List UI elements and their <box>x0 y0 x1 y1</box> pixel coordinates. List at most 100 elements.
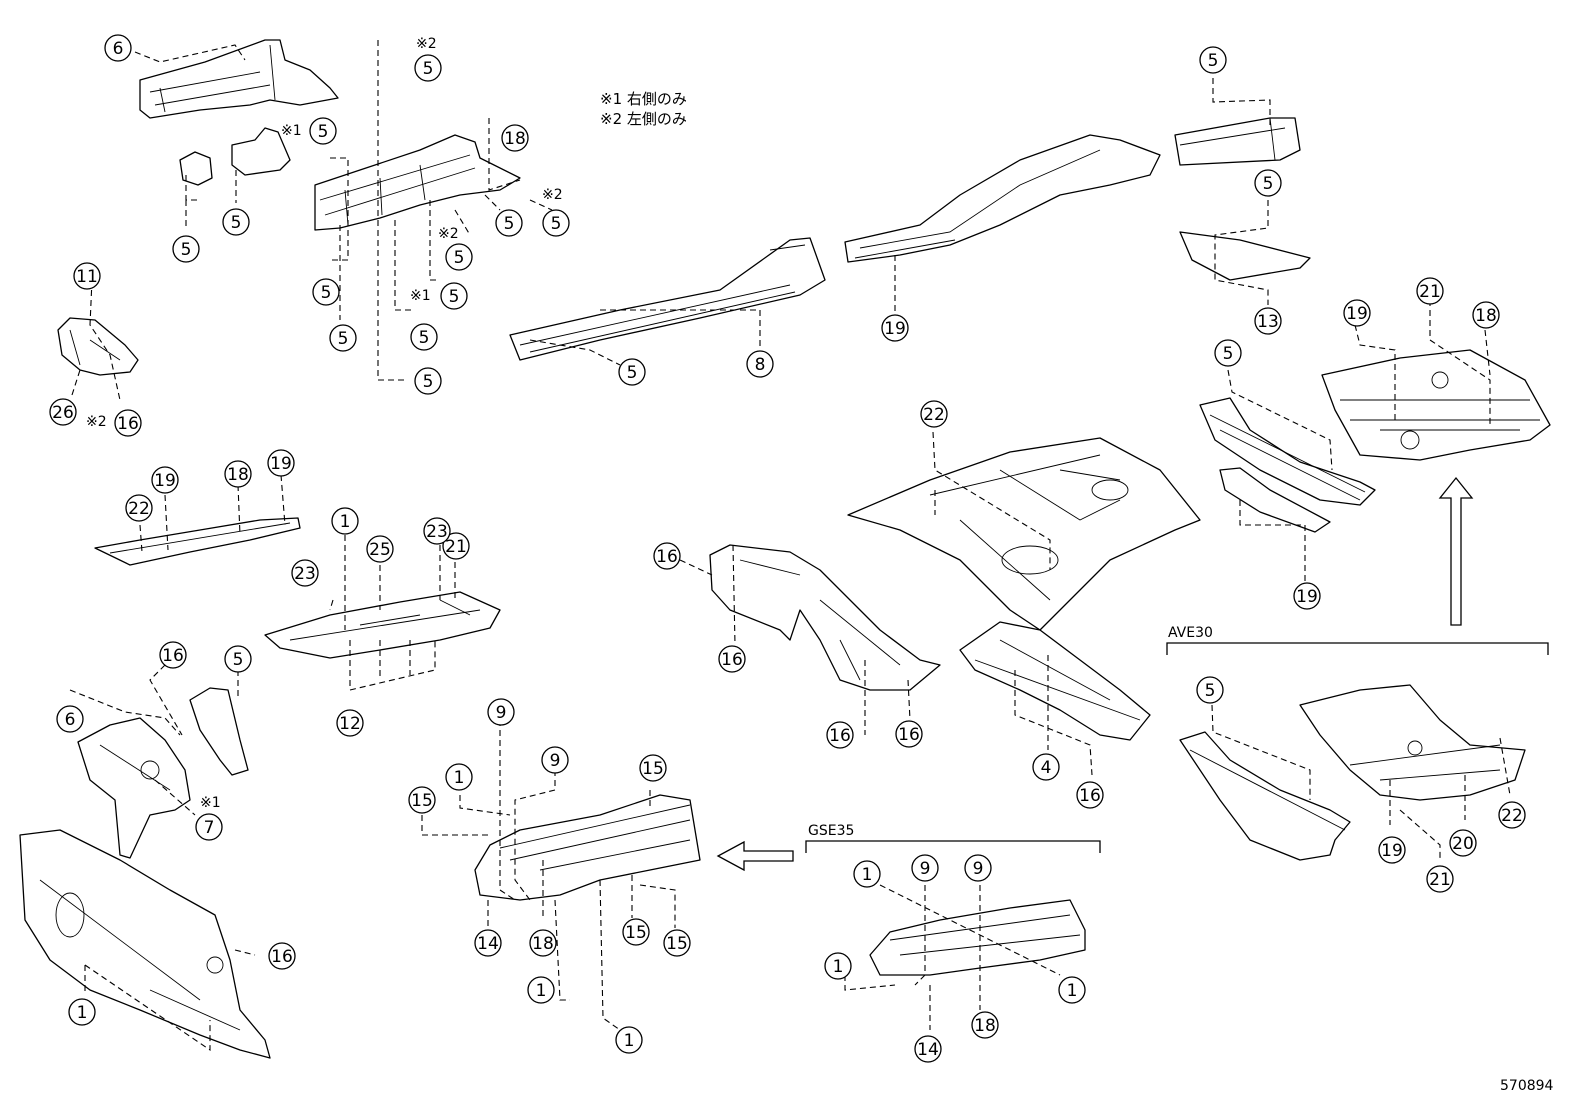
callout-circle <box>487 698 515 726</box>
callout-circle <box>336 709 364 737</box>
callout-26: 26 <box>49 398 77 426</box>
callout-11: 11 <box>73 262 101 290</box>
callout-circle <box>224 645 252 673</box>
callout-16: 16 <box>159 641 187 669</box>
callout-number: 9 <box>920 859 931 879</box>
callout-number: 5 <box>449 287 460 307</box>
callout-7: 7 <box>195 813 223 841</box>
callout-circle <box>718 645 746 673</box>
callout-circle <box>826 721 854 749</box>
callout-number: 26 <box>52 403 74 423</box>
callout-number: 15 <box>642 759 664 779</box>
callout-circle <box>312 278 340 306</box>
callout-number: 4 <box>1041 758 1052 778</box>
left-arrow <box>716 840 794 872</box>
ave30-group-line <box>1166 642 1549 655</box>
callout-number: 18 <box>974 1016 996 1036</box>
callout-16: 16 <box>653 542 681 570</box>
callout-circle <box>267 449 295 477</box>
callout-number: 6 <box>65 710 76 730</box>
callout-circle <box>423 517 451 545</box>
callout-number: 15 <box>625 923 647 943</box>
callout-5: 5 <box>172 235 200 263</box>
part-ave30-rear-crossmember <box>1179 731 1351 861</box>
part-front-side-member <box>314 134 521 231</box>
callout-circle <box>615 1026 643 1054</box>
callout-number: 5 <box>321 283 332 303</box>
note-left-side-only: ※2 左側のみ <box>600 110 687 128</box>
callout-circle <box>1032 753 1060 781</box>
callout-circle <box>1293 582 1321 610</box>
callout-circle <box>541 746 569 774</box>
mark-right-only: ※1 <box>410 288 431 304</box>
callout-number: 20 <box>1452 834 1474 854</box>
callout-circle <box>309 117 337 145</box>
callout-6: 6 <box>104 34 132 62</box>
callout-number: 1 <box>862 865 873 885</box>
callout-circle <box>1254 307 1282 335</box>
callout-number: 18 <box>504 129 526 149</box>
callout-1: 1 <box>1058 976 1086 1004</box>
callout-number: 1 <box>624 1031 635 1051</box>
callout-circle <box>881 314 909 342</box>
mark-left-only: ※2 <box>416 36 437 52</box>
callout-1: 1 <box>68 998 96 1026</box>
callout-circle <box>222 208 250 236</box>
callout-5: 5 <box>618 358 646 386</box>
callout-circle <box>408 786 436 814</box>
callout-circle <box>663 929 691 957</box>
part-rocker-panel <box>509 237 826 361</box>
callout-circle <box>104 34 132 62</box>
callout-8: 8 <box>746 350 774 378</box>
callout-number: 22 <box>1501 806 1523 826</box>
callout-number: 1 <box>454 768 465 788</box>
callout-number: 8 <box>755 355 766 375</box>
callout-5: 5 <box>329 324 357 352</box>
callout-circle <box>746 350 774 378</box>
callout-circle <box>501 124 529 152</box>
callout-9: 9 <box>964 854 992 882</box>
callout-number: 19 <box>1381 841 1403 861</box>
callout-circle <box>653 542 681 570</box>
callout-circle <box>195 813 223 841</box>
part-rear-floor-side-member <box>844 134 1161 263</box>
callout-22: 22 <box>125 494 153 522</box>
callout-circle <box>291 559 319 587</box>
callout-number: 19 <box>1296 587 1318 607</box>
callout-number: 1 <box>1067 981 1078 1001</box>
callout-circle <box>1076 781 1104 809</box>
callout-circle <box>445 763 473 791</box>
callout-5: 5 <box>445 243 473 271</box>
callout-number: 16 <box>1079 786 1101 806</box>
callout-circle <box>440 282 468 310</box>
part-rear-extension <box>1174 117 1301 166</box>
callout-circle <box>224 460 252 488</box>
callout-15: 15 <box>639 754 667 782</box>
callout-5: 5 <box>414 54 442 82</box>
callout-15: 15 <box>622 918 650 946</box>
callout-5: 5 <box>1196 676 1224 704</box>
callout-number: 16 <box>898 725 920 745</box>
mark-left-only: ※2 <box>86 414 107 430</box>
callout-number: 23 <box>294 564 316 584</box>
callout-number: 1 <box>536 981 547 1001</box>
callout-14: 14 <box>474 929 502 957</box>
callout-number: 5 <box>423 372 434 392</box>
callout-19: 19 <box>881 314 909 342</box>
mark-left-only: ※2 <box>542 187 563 203</box>
callout-circle <box>172 235 200 263</box>
callout-number: 19 <box>1346 304 1368 324</box>
figure-id: 570894 <box>1500 1078 1554 1094</box>
callout-circle <box>410 323 438 351</box>
up-arrow <box>1438 476 1474 626</box>
callout-circle <box>331 507 359 535</box>
callout-1: 1 <box>331 507 359 535</box>
callout-circle <box>442 532 470 560</box>
callout-number: 5 <box>423 59 434 79</box>
callout-number: 18 <box>1475 306 1497 326</box>
callout-1: 1 <box>527 976 555 1004</box>
callout-15: 15 <box>408 786 436 814</box>
callout-circle <box>1472 301 1500 329</box>
callout-5: 5 <box>1199 46 1227 74</box>
callout-number: 5 <box>1263 174 1274 194</box>
